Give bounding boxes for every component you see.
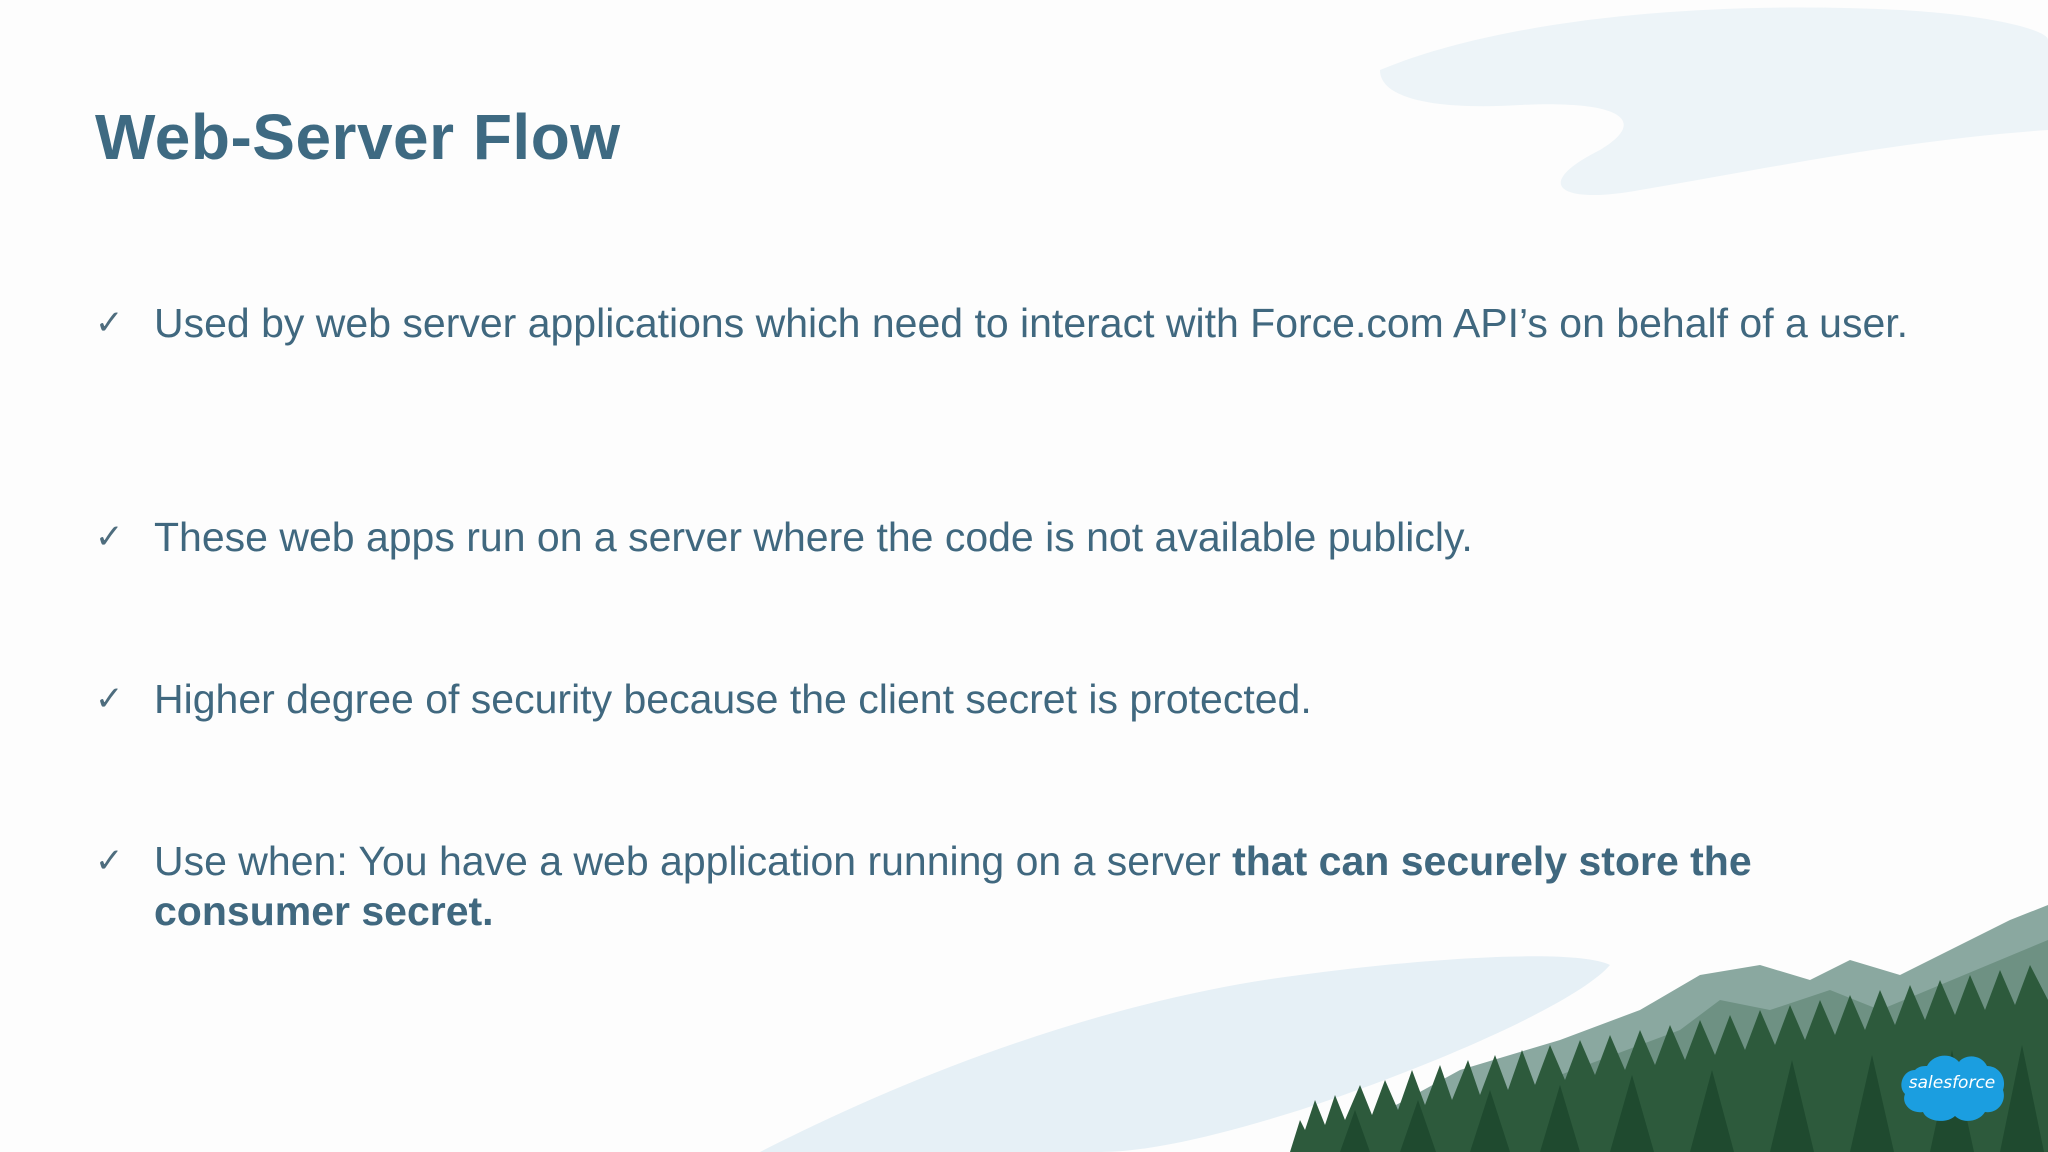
slide-title: Web-Server Flow	[95, 101, 621, 173]
bullet-text-bold: that can securely store the consumer sec…	[154, 838, 1752, 934]
checkmark-icon: ✓	[95, 517, 124, 557]
checkmark-icon: ✓	[95, 841, 124, 881]
checkmark-icon: ✓	[95, 303, 124, 343]
salesforce-cloud-icon	[1901, 1055, 2005, 1121]
foreground-trees	[1340, 1045, 2044, 1152]
salesforce-logo: salesforce	[1897, 1046, 2007, 1124]
bullet-text: Higher degree of security because the cl…	[154, 676, 1312, 722]
bullet-text: Use when: You have a web application run…	[154, 836, 1954, 936]
bullet-text-plain: Use when: You have a web application run…	[154, 838, 1233, 884]
checkmark-icon: ✓	[95, 679, 124, 719]
bullet-text: Used by web server applications which ne…	[154, 300, 1909, 346]
sky-cloud-shape	[1380, 7, 2048, 196]
bullet-text: These web apps run on a server where the…	[154, 514, 1473, 560]
tree-line	[1290, 965, 2048, 1152]
mist-shape	[760, 956, 1610, 1152]
logo-label: salesforce	[1908, 1073, 1996, 1093]
